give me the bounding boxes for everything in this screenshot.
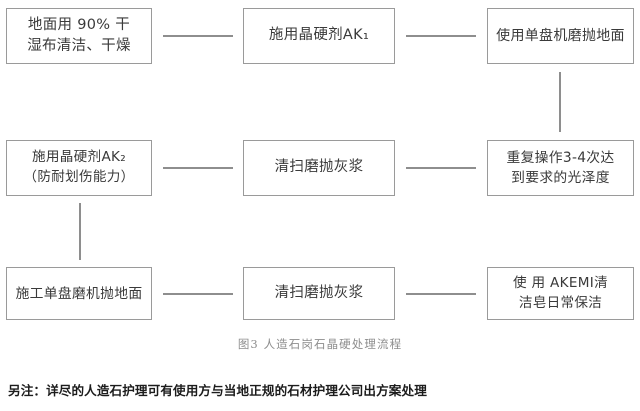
flow-node-ak1[interactable]: 施用晶硬剂AK₁ (243, 8, 395, 64)
footer-note: 另注：详尽的人造石护理可有使用方与当地正规的石材护理公司出方案处理 (8, 383, 427, 398)
flow-node-clean-dry-label: 地面用 90% 干 湿布清洁、干燥 (27, 16, 131, 54)
connector-ak2-to-grind (79, 203, 81, 260)
flow-node-clean-dry[interactable]: 地面用 90% 干 湿布清洁、干燥 (6, 8, 152, 64)
flow-node-polish[interactable]: 使用单盘机磨抛地面 (487, 8, 634, 64)
flow-node-ak2[interactable]: 施用晶硬剂AK₂ （防耐划伤能力） (6, 140, 152, 196)
connector-ak2-to-sweep-slurry-1 (163, 167, 233, 169)
flow-node-ak2-label: 施用晶硬剂AK₂ （防耐划伤能力） (23, 149, 135, 185)
flow-node-sweep-slurry-1-label: 清扫磨抛灰浆 (274, 159, 364, 176)
flow-node-grind[interactable]: 施工单盘磨机抛地面 (6, 267, 152, 320)
connector-ak1-to-polish (406, 35, 476, 37)
connector-sweep-slurry-2-to-akemi (406, 293, 476, 295)
connector-sweep-slurry-1-to-repeat (406, 167, 476, 169)
connector-clean-dry-to-ak1 (163, 35, 233, 37)
flow-node-akemi-label: 使 用 AKEMI清 洁皂日常保洁 (513, 274, 608, 311)
flow-node-sweep-slurry-1[interactable]: 清扫磨抛灰浆 (243, 140, 395, 196)
flow-node-ak1-label: 施用晶硬剂AK₁ (268, 27, 370, 44)
connector-polish-to-repeat (559, 72, 561, 132)
flow-node-sweep-slurry-2-label: 清扫磨抛灰浆 (274, 284, 364, 301)
flow-node-polish-label: 使用单盘机磨抛地面 (496, 27, 625, 44)
flow-node-grind-label: 施工单盘磨机抛地面 (15, 285, 143, 302)
flow-node-repeat-label: 重复操作3-4次达 到要求的光泽度 (506, 150, 615, 186)
flow-node-repeat[interactable]: 重复操作3-4次达 到要求的光泽度 (487, 140, 634, 196)
connector-grind-to-sweep-slurry-2 (163, 293, 233, 295)
flow-node-sweep-slurry-2[interactable]: 清扫磨抛灰浆 (243, 267, 395, 320)
figure-caption: 图3 人造石岗石晶硬处理流程 (237, 337, 403, 351)
flow-node-akemi[interactable]: 使 用 AKEMI清 洁皂日常保洁 (487, 267, 634, 320)
